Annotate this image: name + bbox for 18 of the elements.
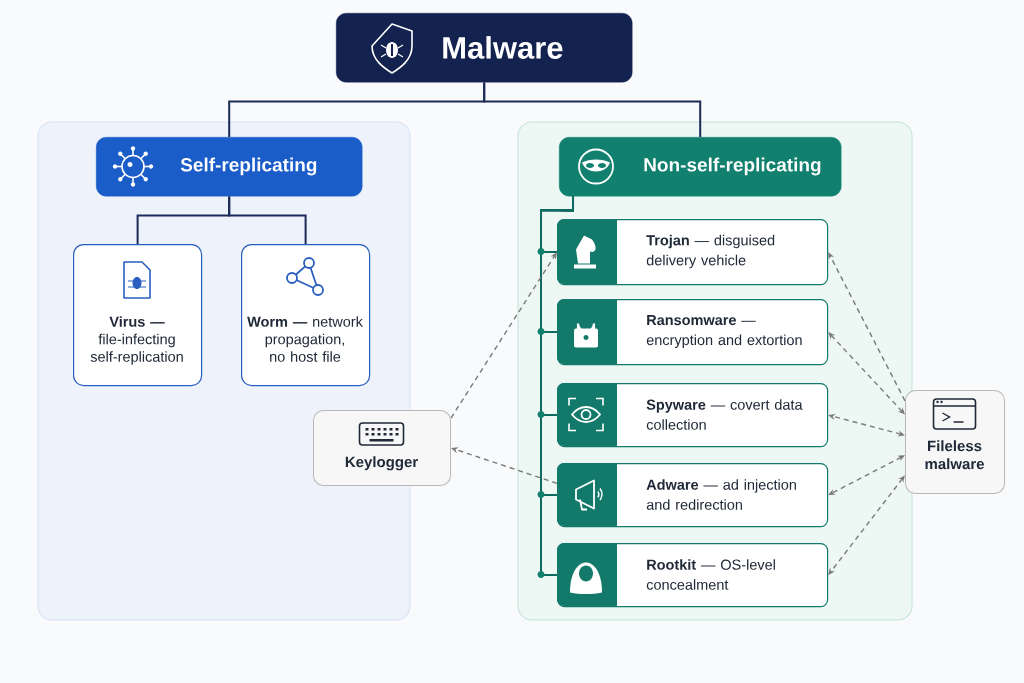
dashed-arrow	[451, 447, 558, 485]
category-header: Non-self-replicating	[559, 137, 842, 197]
type-card: Spyware — covert data collection	[557, 383, 829, 448]
related-box: Keylogger	[313, 410, 451, 486]
related-box: Fileless malware	[905, 390, 1005, 494]
dashed-arrow	[828, 252, 906, 402]
connector-line	[228, 195, 307, 245]
type-card: Trojan — disguised delivery vehicle	[557, 219, 829, 286]
category-header: Self-replicating	[96, 137, 363, 197]
dashed-arrow	[450, 252, 557, 419]
connector-line	[483, 81, 702, 138]
title-box: Malware	[336, 13, 633, 83]
type-card: Worm — network propagation, no host file	[241, 244, 371, 387]
type-card: Ransomware — encryption and extortion	[557, 299, 829, 366]
connector-line	[540, 195, 574, 577]
type-card: Virus — file-infecting self-replication	[73, 244, 203, 387]
type-card: Adware — ad injection and redirection	[557, 463, 829, 528]
type-card: Rootkit — OS-level concealment	[557, 543, 829, 608]
